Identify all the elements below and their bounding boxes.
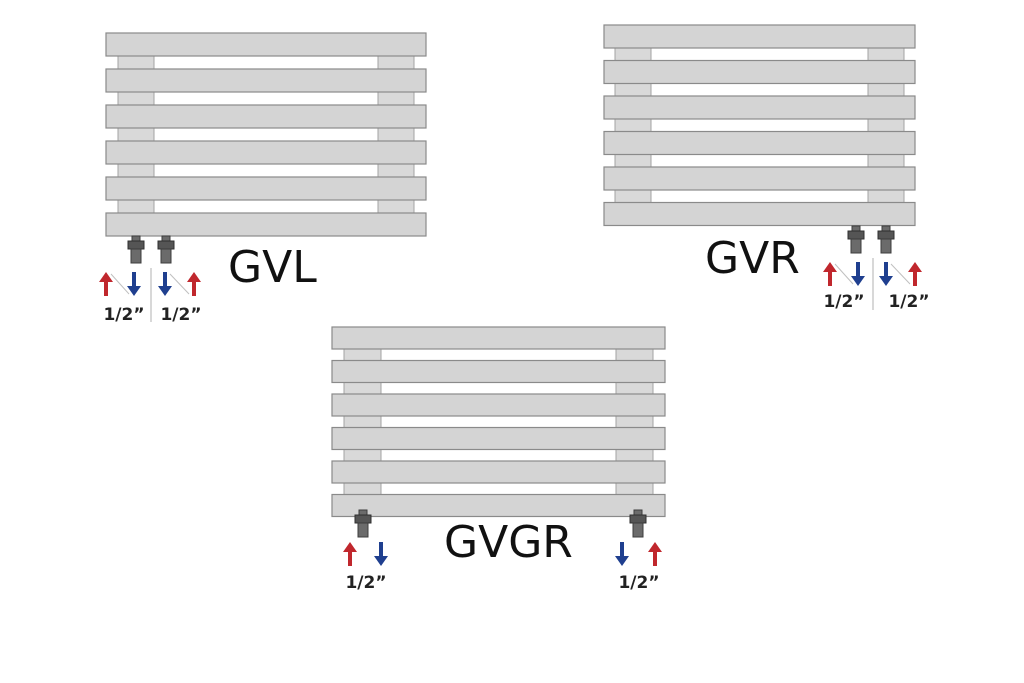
supply-arrow-up-icon: [823, 262, 837, 286]
radiator-bar: [331, 493, 666, 518]
connection-size-label: 1/2”: [823, 292, 864, 312]
return-arrow-down-icon: [615, 542, 629, 566]
radiator-bar: [105, 68, 427, 93]
supply-arrow-up-icon: [343, 542, 357, 566]
valve-icon: [157, 235, 175, 264]
connection-left: 1/2”: [343, 542, 388, 593]
supply-arrow-up-icon: [908, 262, 922, 286]
connection-size-label: 1/2”: [618, 573, 659, 593]
radiator-gvl: 1/2” 1/2” GVL: [99, 32, 427, 325]
valve-pipe: [160, 248, 172, 264]
flow-divider-line: [169, 273, 190, 295]
connection-right: 1/2”: [879, 262, 930, 312]
valve-nut: [877, 230, 895, 240]
valve-icon: [354, 509, 372, 538]
return-arrow-down-icon: [158, 272, 172, 296]
connection-left: 1/2”: [99, 272, 145, 325]
supply-arrow-up-icon: [648, 542, 662, 566]
radiator-bar: [331, 460, 666, 484]
flow-divider-line: [890, 263, 911, 285]
valve-pipe: [880, 238, 892, 254]
model-label-gvgr: GVGR: [444, 517, 573, 568]
radiator-bar: [331, 426, 666, 451]
model-label-gvr: GVR: [705, 233, 800, 284]
supply-arrow-up-icon: [99, 272, 113, 296]
post-right: [377, 36, 415, 233]
return-arrow-down-icon: [127, 272, 141, 296]
radiator-bar: [331, 393, 666, 417]
radiator-bar: [105, 212, 427, 237]
valve-nut: [157, 240, 175, 250]
connection-right: 1/2”: [158, 272, 202, 325]
post-right: [615, 330, 654, 513]
valve-nut: [127, 240, 145, 250]
flow-divider-line: [110, 273, 130, 295]
radiator-bar: [331, 359, 666, 384]
connection-left: 1/2”: [823, 262, 865, 312]
valve-icon: [629, 509, 647, 538]
radiator-bar: [105, 104, 427, 129]
valve-pipe: [632, 522, 644, 538]
radiator-bar: [603, 24, 916, 49]
valve-nut: [629, 514, 647, 524]
return-arrow-down-icon: [851, 262, 865, 286]
radiator-bar: [603, 201, 916, 227]
radiator-gvr: 1/2” 1/2” GVR: [603, 24, 930, 312]
post-left: [343, 330, 382, 513]
valve-icon: [127, 235, 145, 264]
flow-divider-line: [834, 263, 854, 285]
valve-icon: [877, 225, 895, 254]
connection-size-label: 1/2”: [888, 292, 929, 312]
radiator-bar: [603, 166, 916, 191]
radiator-bar: [603, 59, 916, 85]
valve-pipe: [130, 248, 142, 264]
radiator-gvgr: 1/2” 1/2” GVGR: [331, 326, 666, 593]
connection-size-label: 1/2”: [345, 573, 386, 593]
post-right: [867, 28, 905, 222]
connection-right: 1/2”: [615, 542, 662, 593]
radiator-bar: [105, 140, 427, 165]
supply-arrow-up-icon: [187, 272, 201, 296]
radiator-bar: [105, 176, 427, 201]
return-arrow-down-icon: [879, 262, 893, 286]
radiator-bar: [603, 95, 916, 120]
model-label-gvl: GVL: [228, 242, 317, 293]
return-arrow-down-icon: [374, 542, 388, 566]
valve-nut: [354, 514, 372, 524]
valve-pipe: [850, 238, 862, 254]
radiator-bar: [331, 326, 666, 350]
radiator-bar: [105, 32, 427, 57]
valve-pipe: [357, 522, 369, 538]
post-left: [117, 36, 155, 233]
valve-icon: [847, 225, 865, 254]
valve-nut: [847, 230, 865, 240]
connection-size-label: 1/2”: [160, 305, 201, 325]
post-left: [614, 28, 652, 222]
radiator-bar: [603, 130, 916, 156]
connection-size-label: 1/2”: [103, 305, 144, 325]
